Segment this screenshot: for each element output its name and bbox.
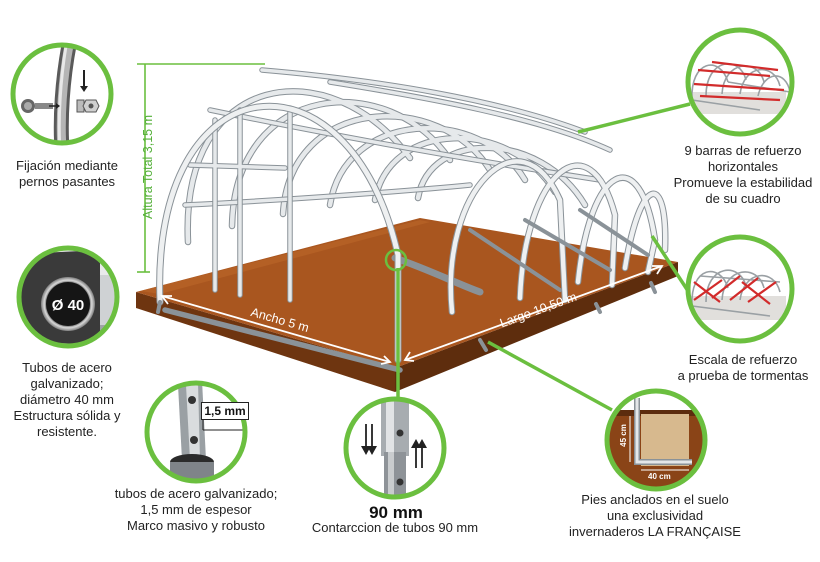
connector-title: 90 mm (369, 503, 423, 522)
tube-caption: Tubos de acero galvanizado; diámetro 40 … (13, 360, 121, 439)
storm-caption: Escala de refuerzo a prueba de tormentas (677, 352, 809, 383)
thickness-badge: 1,5 mm (201, 402, 249, 420)
length-dimension (403, 265, 664, 362)
tube-section-icon (16, 245, 120, 349)
storm-bracing-icon (685, 234, 795, 344)
profile-thickness-icon (144, 380, 248, 484)
reinforcement-bars-icon (685, 27, 795, 137)
leader-lines (396, 102, 692, 412)
connector-caption: Contarccion de tubos 90 mm (311, 520, 479, 535)
bars-caption: 9 barras de refuerzo horizontales Promue… (673, 143, 813, 206)
tube-diameter-badge: Ø 40 (51, 297, 85, 314)
connector-highlight (384, 248, 408, 272)
tube-connector-icon (343, 396, 447, 500)
width-dimension (160, 295, 392, 365)
height-dimension (137, 63, 265, 273)
feet-caption: Pies anclados en el suelo una exclusivid… (569, 492, 741, 539)
foot-height-label: 45 cm (618, 424, 628, 447)
anchor-foot-icon (604, 388, 708, 492)
thickness-caption: tubos de acero galvanizado; 1,5 mm de es… (114, 486, 278, 533)
foot-width-label: 40 cm (648, 472, 671, 481)
bolts-caption: Fijación mediante pernos pasantes (16, 158, 118, 189)
bolt-nut-icon (10, 42, 114, 146)
height-label: Altura Total 3,15 m (141, 115, 155, 219)
